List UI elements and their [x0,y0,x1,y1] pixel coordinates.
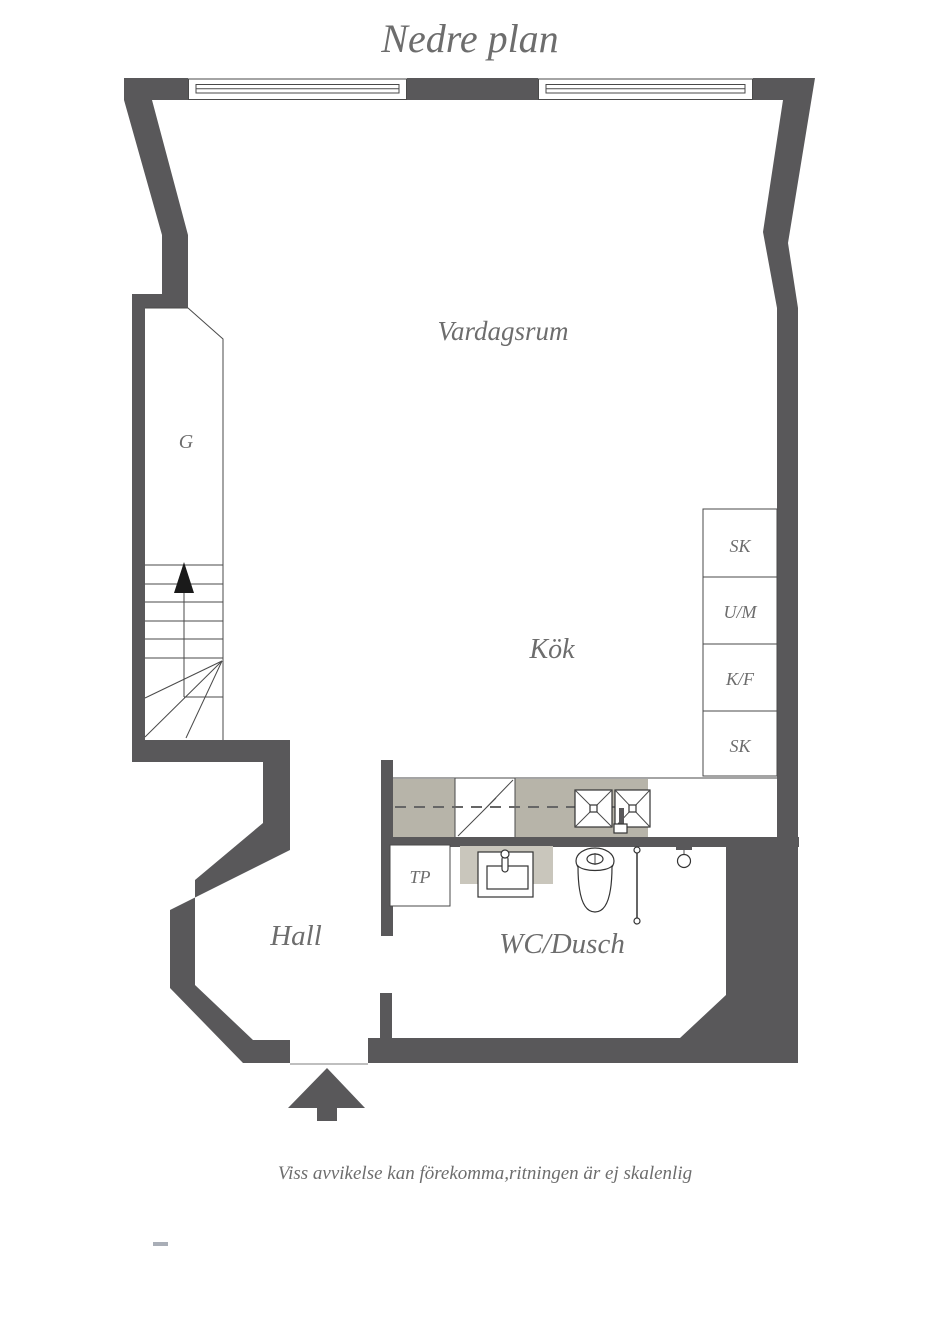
stray-mark [153,1242,168,1246]
room-label-kitchen: Kök [528,634,575,665]
wall-left-step [132,294,188,308]
disclaimer-text: Viss avvikelse kan förekomma,ritningen ä… [278,1163,692,1184]
kitchen-faucet-icon [613,808,628,834]
kitchen-sink-icon [574,789,651,828]
wall-top-middle [407,78,538,100]
stairs-direction-arrow-icon [174,562,194,593]
toilet-icon [575,847,615,913]
washbasin-icon [477,849,534,898]
wall-wc-top [381,837,799,847]
cabinet-label-sk-top: SK [729,536,751,556]
wall-left-thin [132,294,145,740]
wall-upper-left [124,78,188,308]
cabinet-column [702,508,778,777]
closet-label: G [179,431,194,453]
wall-hall [170,762,290,1063]
stairs [144,562,223,739]
room-label-hall: Hall [269,920,322,952]
room-label-wc: WC/Dusch [499,928,625,960]
window-left-icon [188,78,407,100]
cabinet-sk-top [702,508,778,578]
cabinet-label-um: U/M [724,602,758,622]
page-title: Nedre plan [380,16,558,61]
shower-screen-icon [633,846,641,925]
window-right-icon [538,78,753,100]
dishwasher-icon [457,779,514,837]
wall-divider-lower [380,993,392,1038]
tp-label: TP [409,867,430,887]
shower-head-icon [676,845,692,869]
cabinet-label-kf: K/F [725,669,755,689]
cabinet-sk-bottom [702,710,778,777]
tp-box [389,844,451,907]
cabinet-label-sk-bottom: SK [729,736,751,756]
wc-area [389,844,692,925]
kitchen-counter [393,777,777,837]
entry-arrow-icon [288,1068,365,1121]
room-label-living: Vardagsrum [437,316,568,346]
walls [124,78,815,1063]
closet-outline [145,307,224,740]
wall-right [368,78,815,1063]
wall-stairs-bottom [132,740,290,762]
